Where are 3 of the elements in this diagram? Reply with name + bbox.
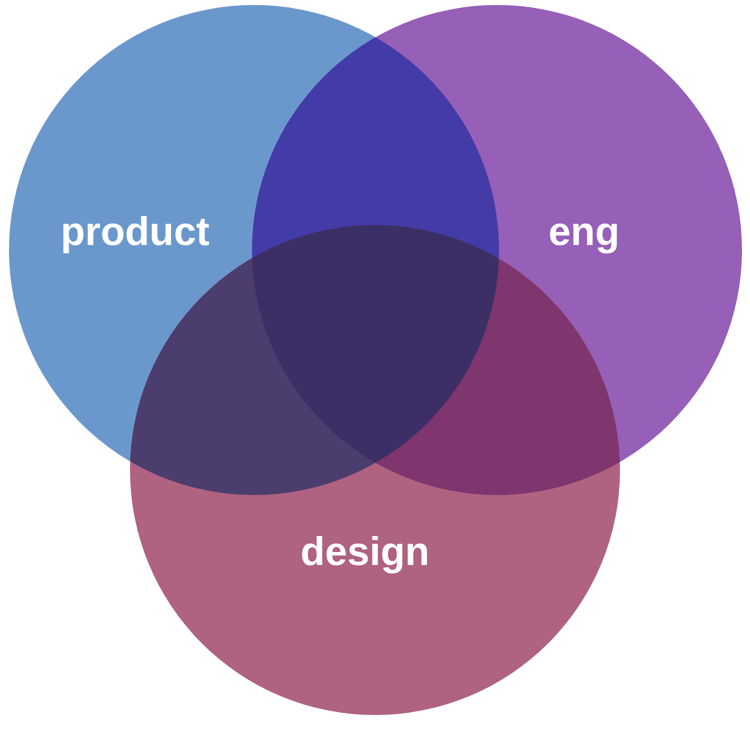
circle-label: eng — [548, 212, 620, 252]
circle-label: product — [60, 212, 210, 252]
circle-label: design — [300, 532, 430, 572]
